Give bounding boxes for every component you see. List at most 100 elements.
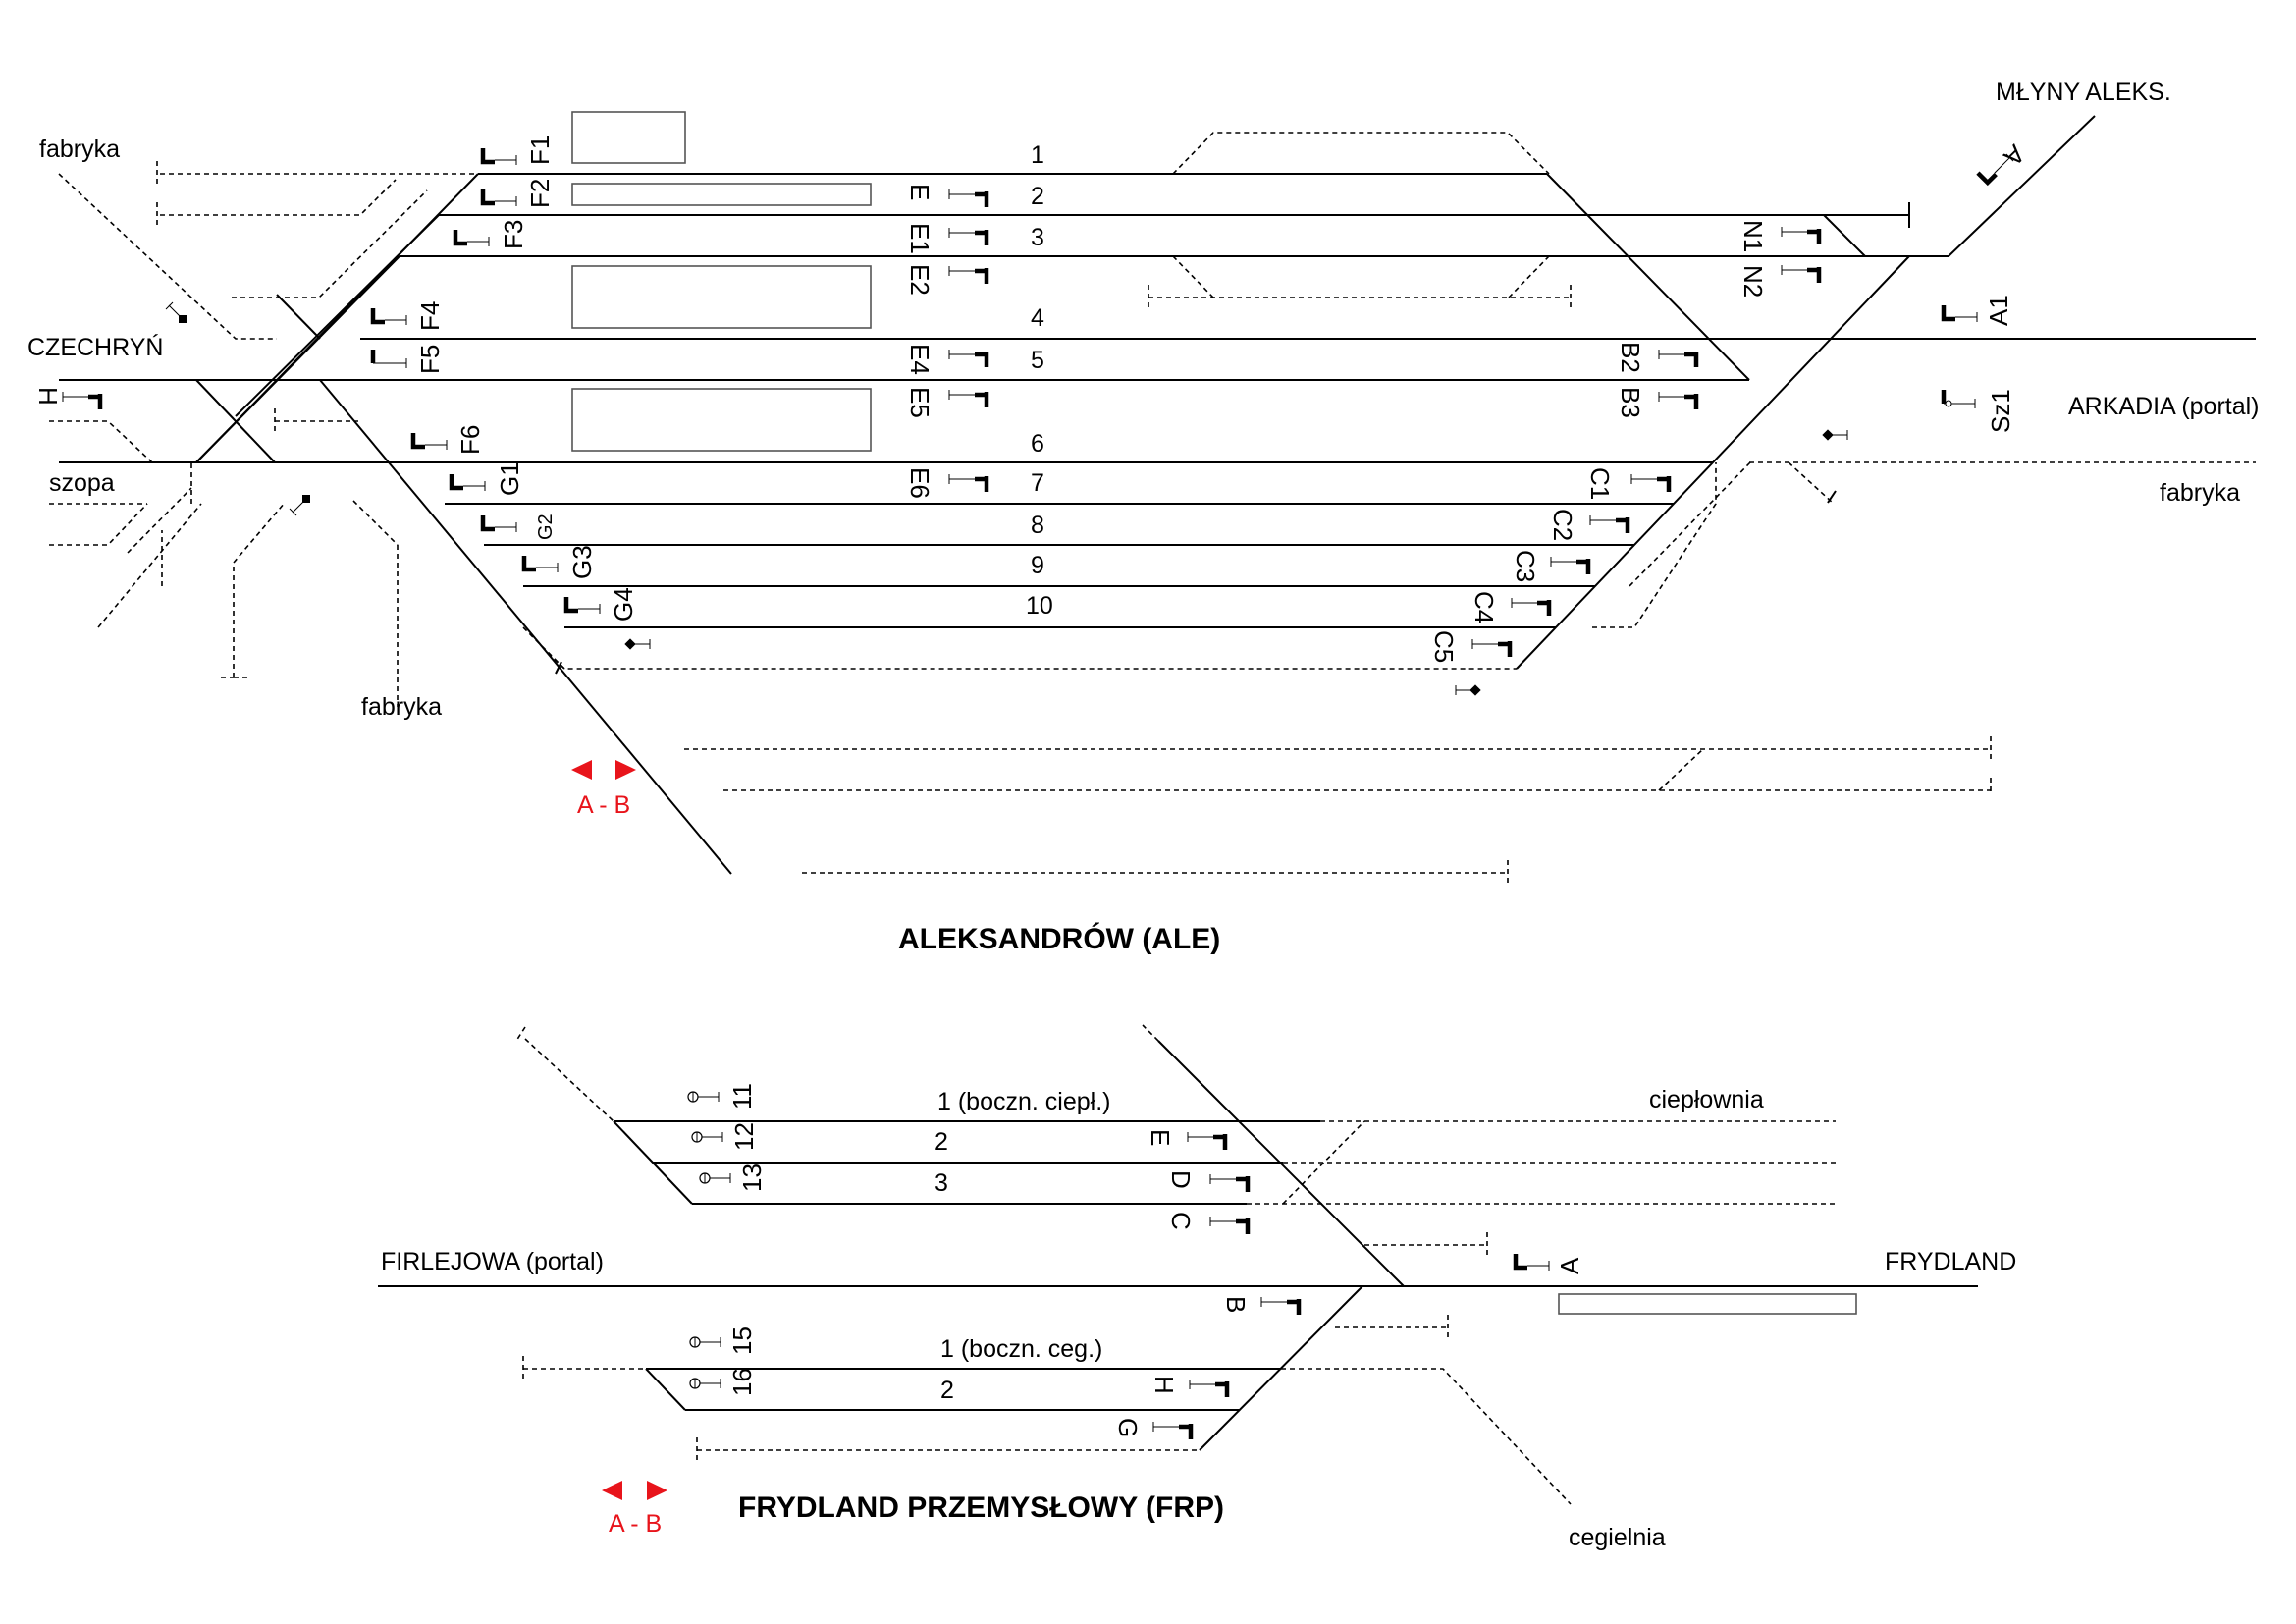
signal-label: C3 [1511,550,1540,582]
shunt-indicator-icon [165,301,187,323]
signal-icon [480,148,517,165]
signal-label: C4 [1469,591,1499,623]
signal-icon [1189,1380,1230,1397]
track-number: 10 [1026,592,1053,620]
signal-icon [1152,1422,1194,1439]
arrow-right-icon [615,760,636,780]
direction-marker-label: A - B [609,1510,662,1538]
direction-czechryn: CZECHRYŃ [27,333,163,361]
ale-buffer-stop-2 [1827,490,1837,504]
shunt-indicator-icon [624,638,651,650]
signal-icon [1589,515,1630,533]
signal-label: D [1166,1170,1196,1189]
signal-label: G2 [535,514,557,540]
signal-label: F2 [525,179,555,208]
track-number: 9 [1031,552,1044,579]
signal-icon [1781,227,1822,244]
frp-track-label: 2 [940,1377,954,1404]
frp-station: 1 (boczn. ciepł.) 2 3 1 (boczn. ceg.) 2 … [378,1024,2016,1551]
signal-label: E6 [905,467,934,499]
signal-label: Sz1 [1986,389,2015,433]
signal-icon [948,390,989,407]
ale-title: ALEKSANDRÓW (ALE) [898,922,1220,955]
direction-mlyny: MŁYNY ALEKS. [1996,79,2171,106]
track-number: 6 [1031,430,1044,458]
signal-label: G4 [609,587,638,622]
signal-icon [948,228,989,245]
track-number: 7 [1031,469,1044,497]
signal-icon [948,266,989,284]
signal-icon [1511,598,1552,616]
frp-sidings [515,1024,1836,1505]
signal-icon [410,433,448,450]
signal-label: 16 [727,1368,757,1396]
ale-station-building [571,111,686,164]
direction-arkadia: ARKADIA (portal) [2068,393,2260,420]
signal-icon [1209,1174,1251,1192]
ale-track-numbers: 1 2 3 4 5 6 7 8 9 10 [1026,141,1053,620]
signal-label: C [1166,1212,1196,1230]
track-number: 5 [1031,347,1044,374]
signal-icon [1260,1297,1302,1315]
frp-track-label: 2 [934,1128,948,1156]
signal-label: E4 [905,344,934,375]
signal-label: F3 [499,220,528,249]
signal-label: F6 [455,425,485,455]
track-number: 4 [1031,304,1044,332]
signal-icon [1781,265,1822,283]
dwarf-signal-icon [689,1378,721,1389]
signal-icon [1976,153,2014,187]
direction-fabryka-right: fabryka [2160,479,2240,507]
signal-label: 13 [737,1164,767,1192]
signal-label: N1 [1738,220,1768,252]
signal-icon [370,308,407,325]
signal-label: F4 [415,301,445,331]
signal-icon [1941,390,1976,408]
signal-label: 12 [729,1122,759,1151]
direction-frydland: FRYDLAND [1885,1248,2016,1275]
track-number: 3 [1031,224,1044,251]
signal-icon [948,474,989,492]
signal-icon [1550,557,1591,574]
signal-icon [948,189,989,207]
track-number: 8 [1031,512,1044,539]
signal-label: 15 [727,1326,757,1355]
dwarf-signal-icon [689,1336,721,1348]
signal-label: A1 [1984,295,2013,326]
signal-label: A [1998,139,2031,173]
direction-cegielnia: cegielnia [1569,1524,1666,1551]
direction-szopa: szopa [49,469,115,497]
signal-icon [480,189,517,206]
arrow-left-icon [571,760,592,780]
signal-label: E5 [905,387,934,418]
ale-platform-3 [571,388,872,452]
dwarf-signal-icon [691,1131,723,1143]
ale-platform-1 [571,183,872,206]
signal-label: N2 [1738,265,1768,298]
ale-direction-marker: A - B [571,760,636,819]
ale-station: 1 2 3 4 5 6 7 8 9 10 MŁYNY ALEKS. fabryk… [27,79,2260,955]
frp-track-label: 1 (boczn. ciepł.) [937,1088,1110,1115]
signal-label: F5 [415,345,445,374]
frp-title: FRYDLAND PRZEMYSŁOWY (FRP) [738,1491,1224,1524]
shunt-indicator-icon [1822,429,1848,441]
signal-icon [62,392,103,409]
signal-label: E [905,184,934,200]
signal-icon [370,350,407,368]
ale-buffer-stop-3 [555,661,562,675]
signal-icon [1658,392,1699,409]
direction-firlejowa: FIRLEJOWA (portal) [381,1248,604,1275]
signal-label: 11 [727,1083,757,1110]
ale-platform-2 [571,265,872,329]
signal-label: A [1555,1257,1584,1274]
signal-icon [449,474,486,491]
signal-icon [1941,305,1978,322]
arrow-left-icon [602,1481,622,1500]
signal-label: G1 [495,461,524,496]
frp-direction-marker: A - B [602,1481,667,1538]
signal-icon [1187,1132,1228,1150]
direction-cieplownia: ciepłownia [1649,1086,1764,1113]
arrow-right-icon [647,1481,667,1500]
signal-label: E1 [905,223,934,254]
